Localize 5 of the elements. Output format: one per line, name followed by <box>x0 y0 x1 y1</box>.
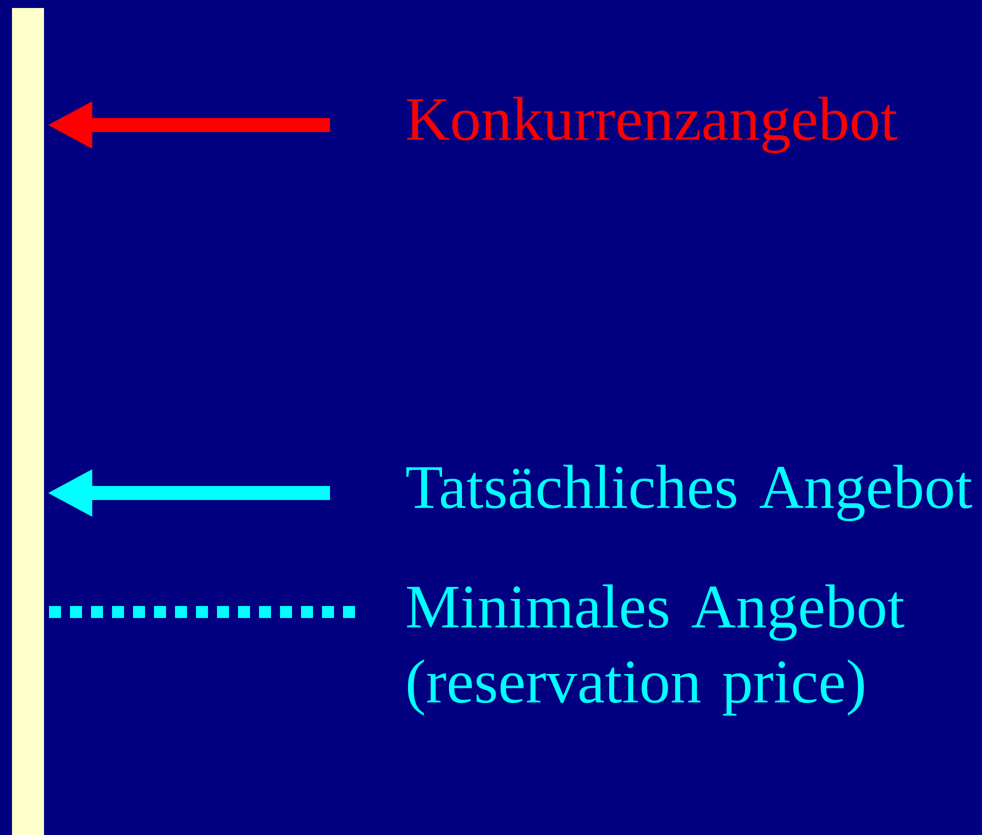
vertical-bar <box>12 8 44 835</box>
label-text: Tatsächliches Angebot <box>406 464 972 522</box>
dotted-line <box>47 606 355 618</box>
label-text: Konkurrenzangebot <box>407 96 898 154</box>
label-text: Minimales Angebot (reservation price) <box>407 584 904 716</box>
